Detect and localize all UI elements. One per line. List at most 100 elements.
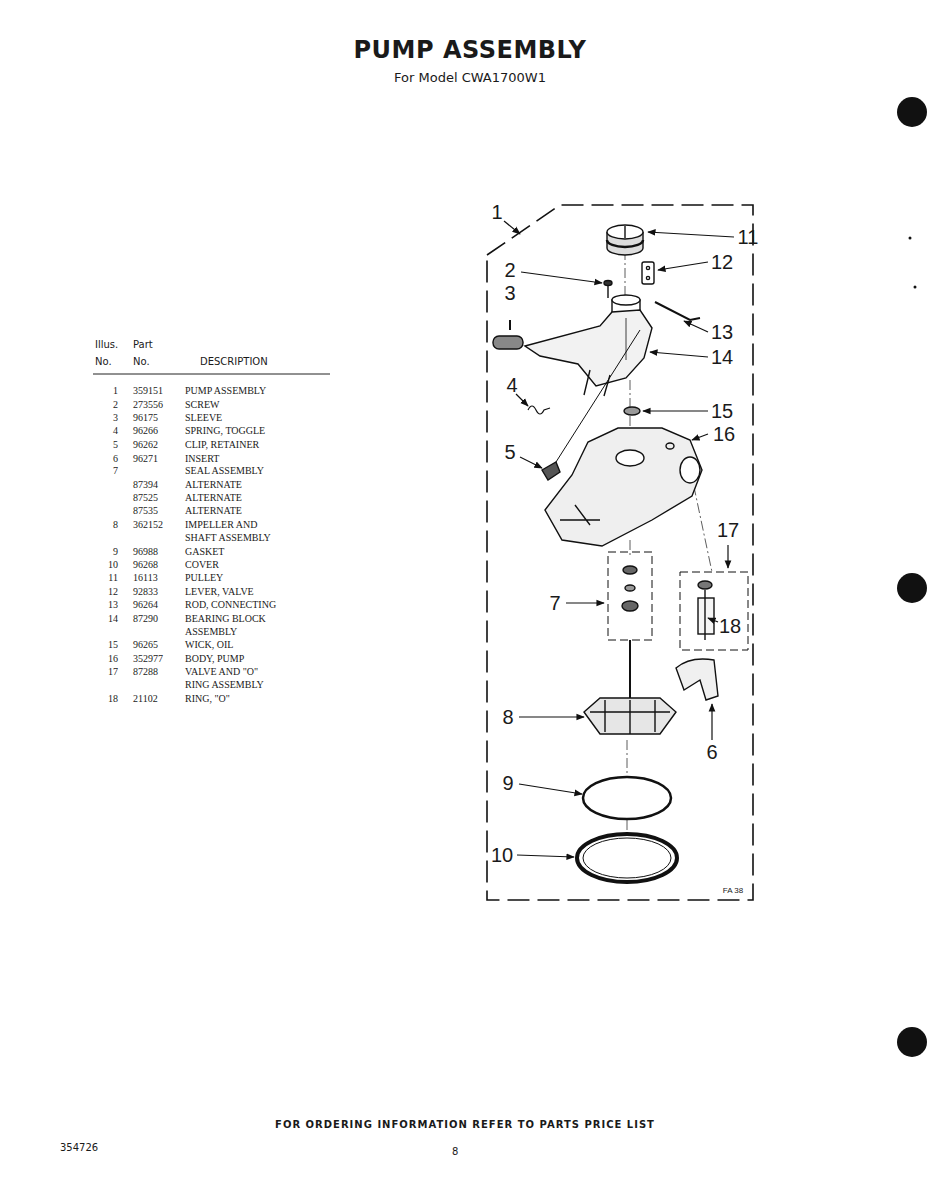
drawing-stroke <box>625 250 626 300</box>
column-header: No. <box>133 356 150 367</box>
drawing-stroke <box>666 443 674 449</box>
model-subtitle: For Model CWA1700W1 <box>394 70 546 85</box>
drawing-stroke <box>604 281 612 286</box>
drawing-stroke <box>648 232 734 237</box>
table-rule <box>93 374 330 375</box>
illus-number: 1 <box>113 384 118 397</box>
drawing-stroke <box>626 318 627 360</box>
column-header: DESCRIPTION <box>200 356 268 367</box>
part-description: BODY, PUMP <box>185 652 285 665</box>
drawing-stroke <box>630 380 631 430</box>
drawing-stroke <box>528 406 550 414</box>
drawing-stroke <box>622 601 638 611</box>
drawing-stroke <box>680 457 700 483</box>
drawing-stroke <box>624 407 640 415</box>
part-description: COVER <box>185 558 285 571</box>
drawing-stroke <box>623 566 637 574</box>
drawing-stroke <box>607 240 643 247</box>
drawing-stroke <box>646 266 649 269</box>
part-description: ALTERNATE <box>185 504 285 517</box>
drawing-stroke <box>646 276 649 279</box>
drawing-stroke <box>698 581 712 589</box>
drawing-stroke <box>542 462 560 480</box>
part-number: 92833 <box>133 585 158 598</box>
drawing-stroke <box>711 704 712 740</box>
part-number: 96265 <box>133 638 158 651</box>
drawing-stroke <box>616 450 644 466</box>
footer-note: FOR ORDERING INFORMATION REFER TO PARTS … <box>275 1119 655 1130</box>
callout-number: 5 <box>504 442 515 462</box>
part-description: PULLEY <box>185 571 285 584</box>
part-number: 96266 <box>133 424 158 437</box>
drawing-stroke <box>897 97 927 127</box>
drawing-stroke <box>516 394 528 406</box>
illus-number: 17 <box>108 665 118 678</box>
part-description: PUMP ASSEMBLY <box>185 384 285 397</box>
punch-holes <box>897 97 927 1057</box>
callout-number: 10 <box>491 845 513 865</box>
drawing-stroke <box>704 590 705 640</box>
drawing-stroke <box>630 540 631 555</box>
part-number: 352977 <box>133 652 163 665</box>
figure-code: FA 38 <box>723 886 743 895</box>
part-drawings <box>493 225 748 882</box>
drawing-stroke <box>520 457 542 468</box>
drawing-stroke <box>655 302 700 320</box>
leader-lines <box>504 221 734 857</box>
drawing-stroke <box>909 237 912 240</box>
callout-number: 18 <box>719 616 741 636</box>
part-description: WICK, OIL <box>185 638 285 651</box>
part-number: 96988 <box>133 545 158 558</box>
drawing-stroke <box>566 602 604 603</box>
part-number: 96271 <box>133 452 158 465</box>
drawing-stroke <box>914 286 917 289</box>
callout-number: 6 <box>706 742 717 762</box>
drawing-stroke <box>727 545 728 568</box>
part-number: 359151 <box>133 384 163 397</box>
illus-number: 13 <box>108 598 118 611</box>
illus-number: 9 <box>113 545 118 558</box>
part-description: SPRING, TOGGLE <box>185 424 285 437</box>
part-description: RING, "O" <box>185 692 285 705</box>
illus-number: 10 <box>108 558 118 571</box>
callout-number: 11 <box>738 227 759 247</box>
callout-number: 12 <box>711 252 733 272</box>
part-number: 87290 <box>133 612 158 625</box>
drawing-stroke <box>708 618 718 622</box>
part-description: SLEEVE <box>185 411 285 424</box>
assembly-boundary <box>487 205 753 900</box>
part-number: 87525 <box>133 491 158 504</box>
drawing-stroke <box>643 410 708 411</box>
illus-number: 2 <box>113 398 118 411</box>
callout-number: 1 <box>491 202 502 222</box>
callout-number: 14 <box>711 347 733 367</box>
drawing-stroke <box>584 698 676 734</box>
part-description: GASKET <box>185 545 285 558</box>
callout-number: 8 <box>502 707 513 727</box>
drawing-stroke <box>612 295 640 305</box>
drawing-stroke <box>517 855 574 857</box>
column-header: Illus. <box>95 339 118 350</box>
callout-number: 13 <box>711 322 733 342</box>
part-description: SEAL ASSEMBLY <box>185 464 285 477</box>
illus-number: 14 <box>108 612 118 625</box>
drawing-stroke <box>680 572 748 650</box>
callout-number: 2 <box>504 260 515 280</box>
drawing-stroke <box>897 573 927 603</box>
drawing-stroke <box>509 320 511 330</box>
part-number: 96175 <box>133 411 158 424</box>
illus-number: 15 <box>108 638 118 651</box>
drawing-stroke <box>650 352 708 357</box>
illus-number: 8 <box>113 518 118 531</box>
drawing-stroke <box>607 225 643 239</box>
drawing-stroke <box>583 777 671 819</box>
part-number: 21102 <box>133 692 158 705</box>
part-number: 96262 <box>133 438 158 451</box>
callout-number: 16 <box>713 424 735 444</box>
drawing-stroke <box>692 434 708 440</box>
illus-number: 12 <box>108 585 118 598</box>
part-number: 362152 <box>133 518 163 531</box>
part-number: 87288 <box>133 665 158 678</box>
part-description: CLIP, RETAINER <box>185 438 285 451</box>
